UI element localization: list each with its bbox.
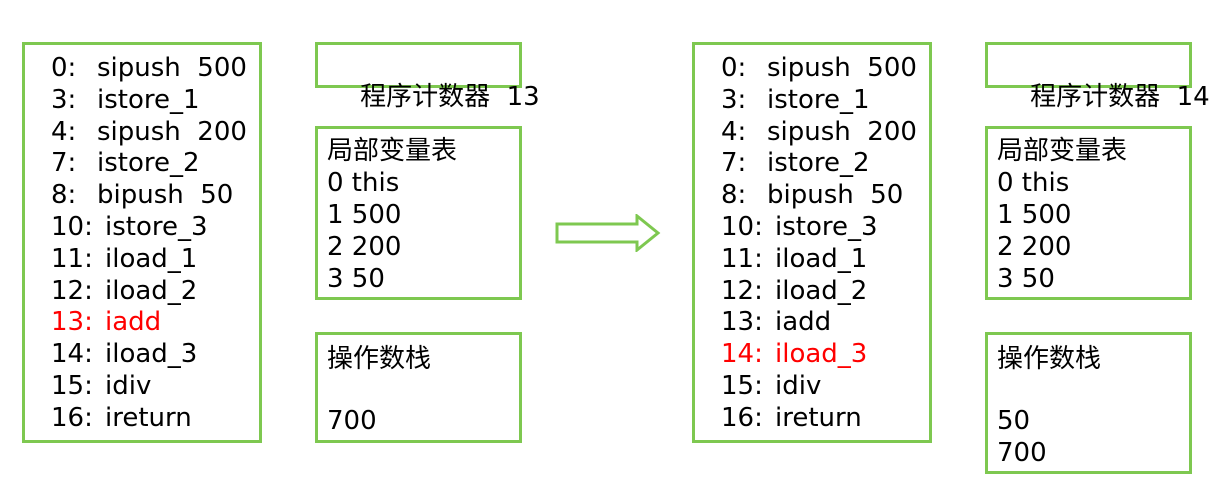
locals-row: 0 this <box>997 168 1070 198</box>
bytecode-opcode: istore_3 <box>775 212 878 242</box>
locals-row: 1 500 <box>327 200 402 230</box>
bytecode-offset: 0: <box>51 53 77 83</box>
bytecode-offset: 3: <box>51 84 77 115</box>
locals-row: 1 500 <box>997 200 1072 230</box>
bytecode-offset: 8: <box>51 180 77 211</box>
bytecode-offset: 12: <box>721 275 763 306</box>
bytecode-opcode: iload_3 <box>775 339 868 370</box>
bytecode-opcode: bipush 50 <box>767 180 904 211</box>
bytecode-opcode: iload_3 <box>105 339 198 370</box>
bytecode-offset: 14: <box>721 339 763 370</box>
bytecode-box-after: 0: sipush 500 3: istore_1 4: sipush 200 7: isto… <box>692 42 932 443</box>
locals-box-after: 局部变量表 0 this 1 500 2 200 3 50 <box>985 126 1192 300</box>
bytecode-opcode: bipush 50 <box>97 180 234 211</box>
bytecode-opcode: sipush 200 <box>767 116 917 147</box>
locals-row: 3 50 <box>327 264 385 294</box>
bytecode-opcode: idiv <box>775 371 822 401</box>
stack-box-after: 操作数栈 50 700 <box>985 332 1192 474</box>
bytecode-box-before: 0: sipush 500 3: istore_1 4: sipush 200 7: isto… <box>22 42 262 443</box>
stack-title: 操作数栈 <box>327 344 432 374</box>
bytecode-opcode: istore_1 <box>767 84 870 115</box>
bytecode-offset: 0: <box>721 53 747 83</box>
bytecode-offset: 10: <box>51 212 93 242</box>
bytecode-opcode: iload_2 <box>775 275 868 306</box>
locals-row: 2 200 <box>997 232 1072 262</box>
bytecode-offset: 16: <box>51 402 93 433</box>
pc-label: 程序计数器 <box>360 82 491 112</box>
bytecode-offset: 15: <box>721 371 763 401</box>
locals-row: 2 200 <box>327 232 402 262</box>
stack-box-before: 操作数栈 700 <box>315 332 522 443</box>
bytecode-offset: 14: <box>51 339 93 370</box>
bytecode-opcode: iload_2 <box>105 275 198 306</box>
stack-item: 700 <box>327 406 377 436</box>
locals-row: 3 50 <box>997 264 1055 294</box>
bytecode-opcode: idiv <box>105 371 152 401</box>
right-arrow-icon <box>555 214 661 252</box>
bytecode-offset: 7: <box>721 148 747 179</box>
pc-label: 程序计数器 <box>1030 82 1161 112</box>
stack-item: 700 <box>997 438 1047 468</box>
pc-box-after: 程序计数器 14 <box>985 42 1210 112</box>
bytecode-opcode: iadd <box>775 307 832 338</box>
bytecode-opcode: ireturn <box>105 402 192 433</box>
locals-box-before: 局部变量表 0 this 1 500 2 200 3 50 <box>315 126 522 300</box>
bytecode-opcode: sipush 500 <box>767 53 917 83</box>
bytecode-opcode: istore_1 <box>97 84 200 115</box>
bytecode-opcode: iload_1 <box>775 243 868 274</box>
locals-row: 0 this <box>327 168 400 198</box>
bytecode-offset: 8: <box>721 180 747 211</box>
bytecode-offset: 3: <box>721 84 747 115</box>
pc-value: 13 <box>506 82 540 112</box>
bytecode-offset: 4: <box>51 116 77 147</box>
locals-title: 局部变量表 <box>327 136 458 166</box>
bytecode-offset: 16: <box>721 402 763 433</box>
locals-title: 局部变量表 <box>997 136 1128 166</box>
bytecode-offset: 7: <box>51 148 77 179</box>
bytecode-opcode: istore_3 <box>105 212 208 242</box>
bytecode-offset: 15: <box>51 371 93 401</box>
stack-title: 操作数栈 <box>997 344 1102 374</box>
bytecode-offset: 4: <box>721 116 747 147</box>
bytecode-opcode: istore_2 <box>767 148 870 179</box>
bytecode-offset: 13: <box>721 307 763 338</box>
stack-item: 50 <box>997 406 1031 436</box>
bytecode-offset: 13: <box>51 307 93 338</box>
bytecode-opcode: sipush 500 <box>97 53 247 83</box>
bytecode-offset: 11: <box>721 243 763 274</box>
bytecode-opcode: iadd <box>105 307 162 338</box>
pc-box-before: 程序计数器 13 <box>315 42 540 112</box>
bytecode-offset: 10: <box>721 212 763 242</box>
pc-value: 14 <box>1176 82 1210 112</box>
bytecode-offset: 11: <box>51 243 93 274</box>
bytecode-opcode: sipush 200 <box>97 116 247 147</box>
bytecode-opcode: ireturn <box>775 402 862 433</box>
bytecode-opcode: iload_1 <box>105 243 198 274</box>
bytecode-opcode: istore_2 <box>97 148 200 179</box>
bytecode-offset: 12: <box>51 275 93 306</box>
